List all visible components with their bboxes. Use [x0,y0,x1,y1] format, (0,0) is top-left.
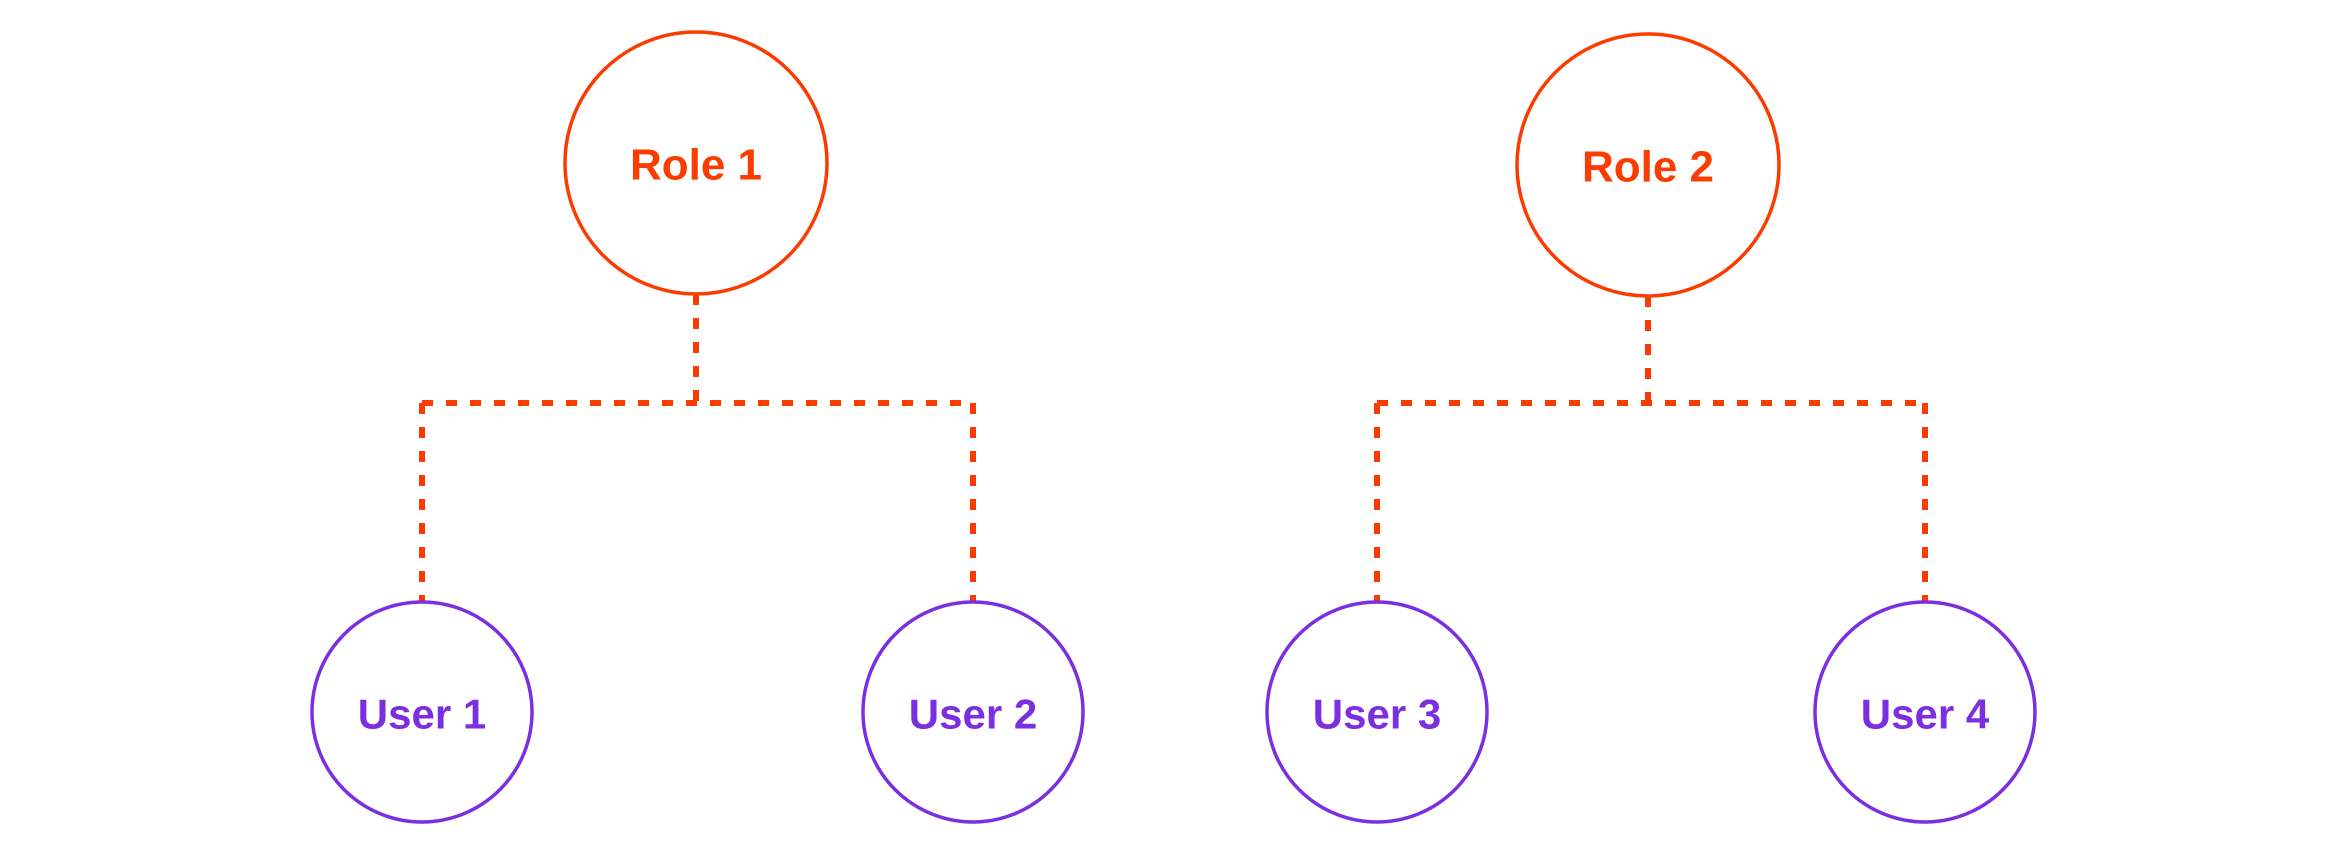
node-user-2[interactable]: User 2 [861,600,1085,824]
node-role-2[interactable]: Role 2 [1515,32,1781,298]
role-2-label: Role 2 [1582,143,1714,192]
node-user-4[interactable]: User 4 [1813,600,2037,824]
user-4-label: User 4 [1861,691,1990,738]
connector-group-role1 [419,294,976,602]
connector-group-role2 [1374,296,1928,602]
user-4-circle[interactable] [1813,600,2037,824]
user-2-circle[interactable] [861,600,1085,824]
node-user-1[interactable]: User 1 [310,600,534,824]
user-1-label: User 1 [358,691,486,738]
user-3-circle[interactable] [1265,600,1489,824]
user-3-label: User 3 [1313,691,1441,738]
user-1-circle[interactable] [310,600,534,824]
role-2-circle[interactable] [1515,32,1781,298]
role-1-label: Role 1 [630,141,762,190]
user-2-label: User 2 [909,691,1037,738]
node-user-3[interactable]: User 3 [1265,600,1489,824]
role-1-circle[interactable] [563,30,829,296]
node-role-1[interactable]: Role 1 [563,30,829,296]
